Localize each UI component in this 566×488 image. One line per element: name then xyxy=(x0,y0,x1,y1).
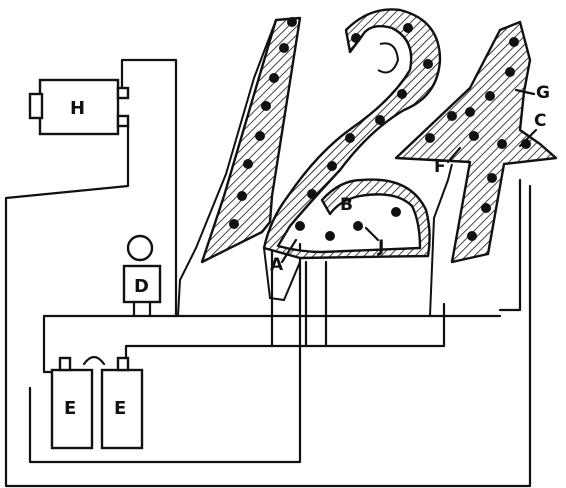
bulb xyxy=(485,91,495,101)
bulb xyxy=(391,207,401,217)
label-e-right: E xyxy=(114,398,126,419)
component-d: D xyxy=(122,234,162,304)
numeral-one-tube xyxy=(177,19,277,317)
bulb xyxy=(261,101,271,111)
component-h-terminal-top xyxy=(116,86,130,100)
numeral-four-body xyxy=(394,20,558,264)
bulb xyxy=(237,191,247,201)
component-e-right-terminal xyxy=(116,356,130,372)
component-h: H xyxy=(28,78,130,136)
wire-h-loop xyxy=(120,58,178,318)
bulb xyxy=(279,43,289,53)
label-b: B xyxy=(340,195,353,215)
swan-head-tube xyxy=(377,42,400,74)
bulb xyxy=(397,89,407,99)
leader-j xyxy=(364,226,380,242)
component-e-left-terminal xyxy=(58,356,72,372)
numeral-two-tube xyxy=(263,247,301,302)
bulb xyxy=(465,107,475,117)
bell-icon xyxy=(126,234,154,262)
label-c: C xyxy=(534,111,546,131)
leader-c xyxy=(518,128,538,148)
wire-e-right xyxy=(124,302,446,362)
bulb xyxy=(447,111,457,121)
callout-labels: A B C F G J xyxy=(270,83,550,275)
bulb xyxy=(269,73,279,83)
component-h-box xyxy=(38,78,120,136)
label-f: F xyxy=(434,157,446,177)
label-h: H xyxy=(70,98,85,119)
component-e-left: E xyxy=(50,356,94,450)
wire-right-drop xyxy=(498,178,522,312)
bulb xyxy=(467,231,477,241)
bulb xyxy=(325,231,335,241)
label-e-left: E xyxy=(64,398,76,419)
wire-h-lower xyxy=(4,118,532,488)
component-e-right: E xyxy=(100,356,144,450)
bulb xyxy=(345,133,355,143)
bulb xyxy=(351,33,361,43)
numeral-four-bulbs xyxy=(425,37,531,241)
bulb xyxy=(229,219,239,229)
numeral-one-bulbs xyxy=(229,17,297,229)
bulb xyxy=(469,131,479,141)
leader-a xyxy=(280,238,298,264)
wire-bottom-inner xyxy=(28,242,302,464)
bulb xyxy=(505,67,515,77)
label-j: J xyxy=(377,237,384,257)
bulb xyxy=(487,173,497,183)
numeral-two-bulbs xyxy=(295,23,433,241)
label-d: D xyxy=(134,276,149,297)
bulb xyxy=(481,203,491,213)
bulb xyxy=(287,17,297,27)
component-e-left-box xyxy=(50,368,94,450)
bulb xyxy=(243,159,253,169)
numeral-one xyxy=(177,16,302,317)
bulb xyxy=(295,221,305,231)
component-h-terminal-bottom xyxy=(116,114,130,128)
bulb xyxy=(307,189,317,199)
bulb xyxy=(375,115,385,125)
bulb xyxy=(497,139,507,149)
leader-g xyxy=(514,88,536,96)
numeral-two xyxy=(262,8,442,302)
numeral-four-tube xyxy=(429,163,453,317)
bulb xyxy=(403,23,413,33)
component-d-box xyxy=(122,264,162,304)
wiring xyxy=(4,58,532,488)
bulb xyxy=(255,131,265,141)
bulb xyxy=(425,133,435,143)
label-g: G xyxy=(536,83,550,103)
bulb xyxy=(423,59,433,69)
label-a: A xyxy=(270,255,284,275)
bulb xyxy=(327,161,337,171)
bulb xyxy=(509,37,519,47)
numeral-four xyxy=(394,20,558,317)
wire-e-bridge xyxy=(82,355,106,366)
bulb xyxy=(353,221,363,231)
leader-f xyxy=(446,146,462,164)
component-h-lug xyxy=(28,92,44,120)
